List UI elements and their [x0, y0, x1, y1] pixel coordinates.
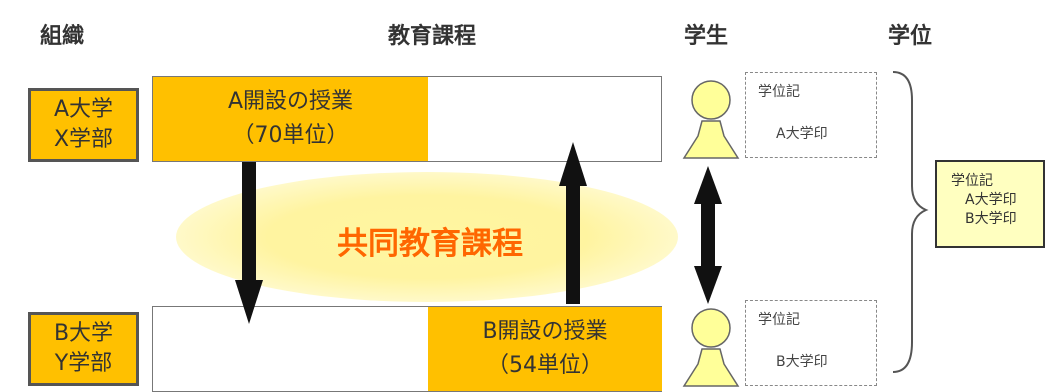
joint-diploma-seal-b: B大学印	[965, 211, 1017, 227]
double-arrow	[694, 166, 722, 304]
org-b-university: B大学	[53, 321, 114, 346]
joint-diploma-title: 学位記	[951, 173, 993, 189]
course-row-b: B開設の授業 （54単位）	[152, 306, 662, 392]
org-a-faculty: X学部	[53, 127, 114, 152]
header-student: 学生	[684, 24, 729, 49]
header-degree: 学位	[888, 24, 933, 49]
diploma-b-title: 学位記	[758, 312, 800, 328]
diploma-b: 学位記 B大学印	[745, 300, 877, 386]
joint-program-label: 共同教育課程	[337, 226, 523, 262]
diploma-a: 学位記 A大学印	[745, 72, 877, 158]
org-b-faculty: Y学部	[54, 351, 113, 376]
org-a-box: A大学 X学部	[28, 88, 139, 162]
header-curriculum: 教育課程	[388, 24, 477, 49]
header-organization: 組織	[40, 24, 85, 49]
joint-diploma-seal-a: A大学印	[965, 192, 1017, 208]
course-b-box: B開設の授業 （54単位）	[428, 307, 662, 391]
course-b-name: B開設の授業	[482, 319, 608, 344]
student-b-icon	[682, 308, 740, 387]
course-b-units: （54単位）	[487, 353, 603, 378]
joint-diploma: 学位記 A大学印 B大学印	[935, 160, 1045, 248]
course-a-units: （70単位）	[232, 123, 349, 148]
course-row-a: A開設の授業 （70単位）	[152, 76, 662, 162]
diploma-a-title: 学位記	[758, 84, 800, 100]
up-arrow	[559, 142, 587, 304]
org-a-university: A大学	[53, 97, 114, 122]
course-a-name: A開設の授業	[227, 89, 354, 114]
diploma-a-seal: A大学印	[776, 126, 828, 142]
course-a-box: A開設の授業 （70単位）	[153, 77, 428, 161]
down-arrow	[235, 162, 263, 324]
diploma-b-seal: B大学印	[776, 354, 828, 370]
student-a-icon	[682, 80, 740, 159]
curly-brace	[892, 71, 929, 373]
org-b-box: B大学 Y学部	[28, 312, 139, 386]
